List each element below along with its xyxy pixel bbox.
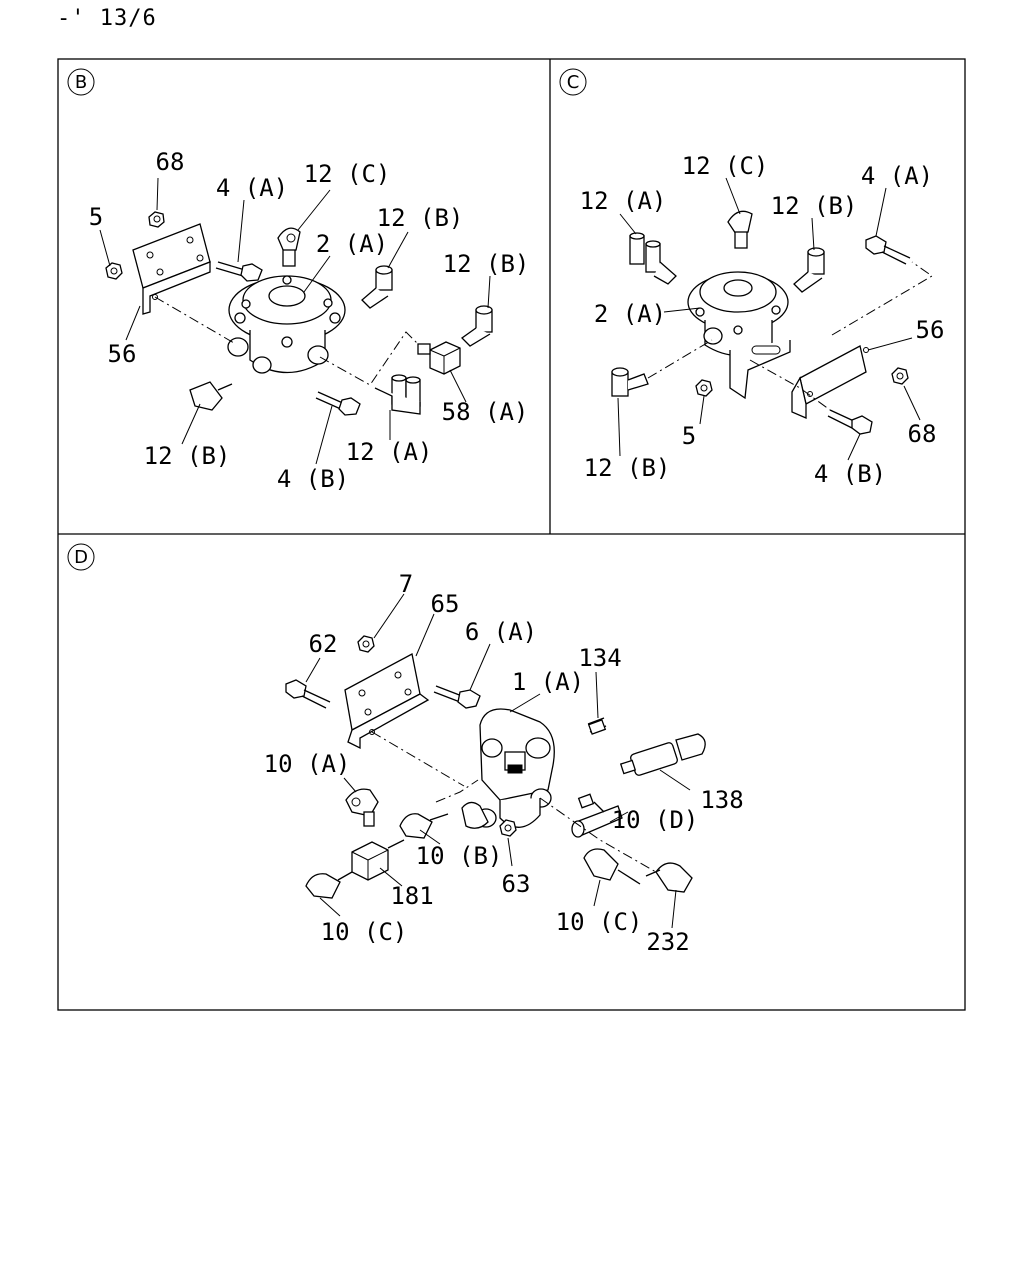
diagram-code: -' 13/6 (57, 6, 157, 31)
fitting-232 (645, 862, 693, 893)
bracket-56 (132, 223, 211, 315)
label-12b-bottom-c: 12 (B) (584, 454, 671, 482)
block-181 (351, 839, 405, 881)
label-134: 134 (578, 644, 621, 672)
fitting-12b-right (460, 305, 493, 347)
label-12b-top-c: 12 (B) (771, 192, 858, 220)
label-10c-left: 10 (C) (321, 918, 408, 946)
fitting-10d (571, 793, 623, 838)
label-138: 138 (700, 786, 743, 814)
fitting-10a (345, 788, 379, 827)
label-12b-bottom: 12 (B) (144, 442, 231, 470)
label-6a: 6 (A) (465, 618, 537, 646)
fitting-12a-b (374, 374, 421, 415)
label-12c: 12 (C) (304, 160, 391, 188)
panel-b-marker (67, 68, 95, 96)
sensor-138 (619, 733, 706, 776)
label-4a-c: 4 (A) (861, 162, 933, 190)
fitting-12a-c (629, 232, 677, 285)
label-10b: 10 (B) (416, 842, 503, 870)
bolt-4a (215, 261, 263, 282)
panel-d: D (67, 543, 744, 956)
label-68-c: 68 (908, 420, 937, 448)
label-232: 232 (646, 928, 689, 956)
label-12a: 12 (A) (346, 438, 433, 466)
label-4b: 4 (B) (277, 465, 349, 493)
label-12a-c: 12 (A) (580, 187, 667, 215)
panel-c-letter: C (567, 72, 580, 93)
fitting-12b-bottom-c (611, 367, 649, 397)
label-12c-c: 12 (C) (682, 152, 769, 180)
nut-5-c (695, 379, 713, 397)
fitting-12b-top-c (793, 247, 825, 293)
label-1a: 1 (A) (512, 668, 584, 696)
label-10c-right: 10 (C) (556, 908, 643, 936)
label-58a: 58 (A) (442, 398, 529, 426)
valve-2a (227, 275, 346, 374)
fitting-10b (399, 813, 449, 839)
block-58a (417, 341, 461, 375)
label-62: 62 (309, 630, 338, 658)
fitting-12b-bottom (189, 381, 233, 411)
fitting-12c-b (277, 227, 301, 267)
fitting-10c-left (305, 871, 353, 899)
label-56-c: 56 (916, 316, 945, 344)
fitting-134 (587, 717, 607, 735)
label-68: 68 (156, 148, 185, 176)
label-65: 65 (431, 590, 460, 618)
bolt-4b (315, 391, 361, 416)
label-56: 56 (108, 340, 137, 368)
panel-c-marker (559, 68, 587, 96)
label-2a-c: 2 (A) (594, 300, 666, 328)
nut-5 (105, 262, 123, 280)
label-5-c: 5 (682, 422, 696, 450)
valve-2a-c (687, 271, 791, 400)
label-10d: 10 (D) (612, 806, 699, 834)
fitting-10c-right (583, 848, 641, 885)
label-5: 5 (89, 203, 103, 231)
panel-d-marker (67, 543, 95, 571)
panel-c: C (559, 68, 945, 488)
label-181: 181 (390, 882, 433, 910)
fitting-12c-c (727, 210, 753, 249)
bolt-62 (285, 679, 331, 709)
panel-b-letter: B (75, 72, 87, 93)
nut-63 (499, 819, 517, 837)
bracket-56-c (791, 345, 869, 419)
bolt-4a-c (865, 235, 911, 265)
valve-1a (461, 708, 555, 829)
bolt-4b-c (827, 409, 873, 435)
label-2a: 2 (A) (316, 230, 388, 258)
nut-68-c (891, 367, 909, 385)
label-7: 7 (399, 570, 413, 598)
nut-68 (148, 211, 165, 228)
label-12b-right: 12 (B) (443, 250, 530, 278)
label-12b-top: 12 (B) (377, 204, 464, 232)
nut-7 (357, 635, 375, 653)
bracket-65 (344, 653, 430, 750)
panel-b: B (67, 68, 530, 493)
bolt-6a (433, 685, 481, 709)
panel-d-letter: D (74, 547, 88, 568)
label-63: 63 (502, 870, 531, 898)
label-4a: 4 (A) (216, 174, 288, 202)
label-10a: 10 (A) (264, 750, 351, 778)
fitting-12b-top (361, 265, 393, 309)
label-4b-c: 4 (B) (814, 460, 886, 488)
